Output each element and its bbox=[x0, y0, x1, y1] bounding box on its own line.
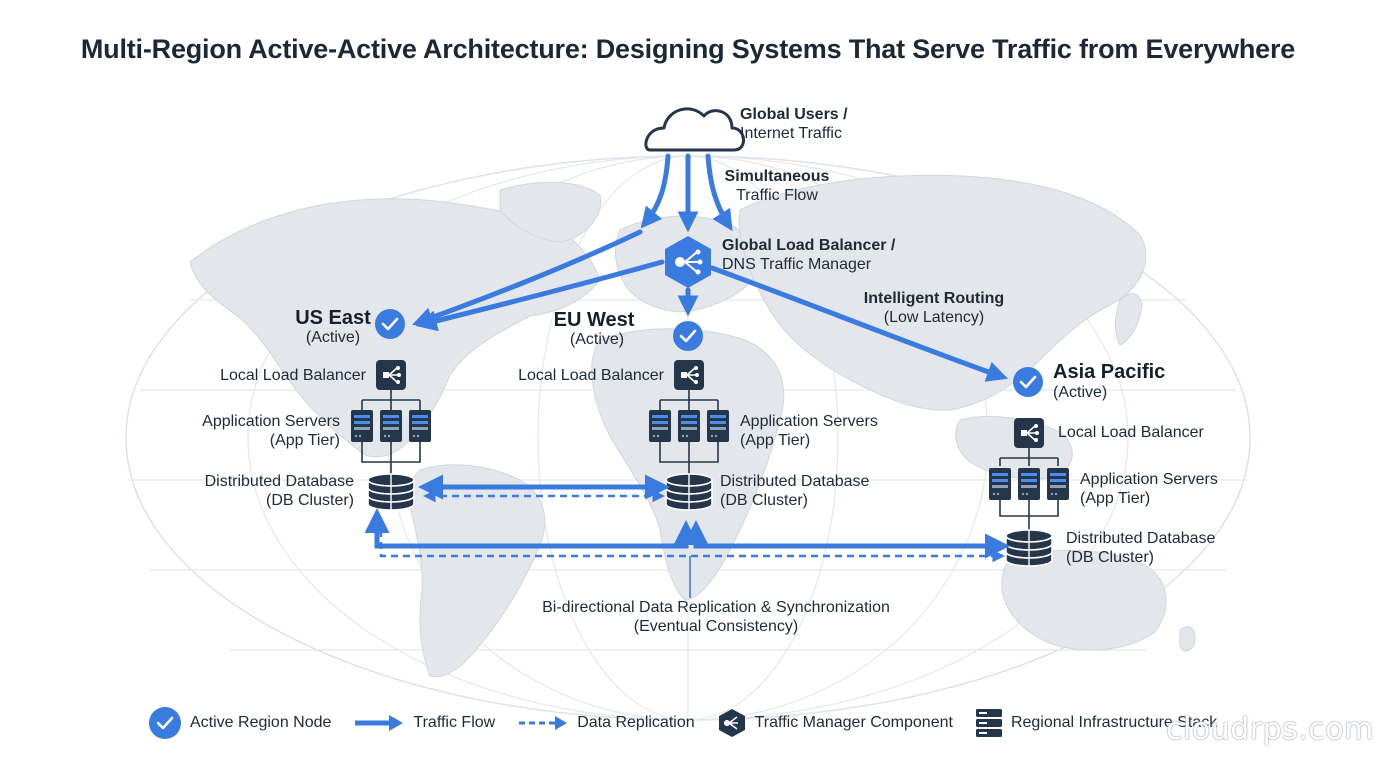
page-title: Multi-Region Active-Active Architecture:… bbox=[80, 34, 1296, 64]
consistency-label: (Eventual Consistency) bbox=[633, 618, 799, 635]
region-name-asia: Asia Pacific bbox=[1053, 361, 1166, 383]
legend: Active Region Node Traffic Flow Data Rep… bbox=[148, 706, 1239, 740]
new-zealand-shape bbox=[1179, 626, 1196, 652]
cloud-icon bbox=[644, 107, 745, 152]
active-region-node-asia bbox=[1011, 365, 1045, 399]
local-lb-label-us: Local Load Balancer bbox=[220, 367, 366, 384]
local-lb-icon-asia bbox=[1013, 417, 1045, 449]
check-circle-icon bbox=[149, 707, 181, 739]
app-tier-label-asia: (App Tier) bbox=[1080, 490, 1151, 507]
dns-label: DNS Traffic Manager bbox=[722, 256, 872, 273]
traffic-arrow-cloud-left bbox=[640, 153, 671, 229]
hexagon-manager-icon bbox=[718, 709, 745, 737]
app-servers-icon-eu bbox=[649, 410, 729, 442]
global-users-label: Global Users / bbox=[740, 106, 848, 123]
db-label-us: Distributed Database bbox=[204, 473, 354, 490]
simultaneous-label: Simultaneous bbox=[724, 168, 830, 185]
database-icon-eu bbox=[665, 473, 713, 511]
server-stack-icon bbox=[975, 709, 1002, 737]
routing-latency-label: (Low Latency) bbox=[883, 309, 985, 326]
legend-active: Active Region Node bbox=[148, 706, 331, 740]
app-servers-label-us: Application Servers bbox=[202, 413, 340, 430]
traffic-arrow-glb-us-lower bbox=[415, 259, 665, 332]
legend-traffic-label: Traffic Flow bbox=[413, 714, 496, 731]
region-status-eu: (Active) bbox=[569, 331, 625, 348]
db-label-eu: Distributed Database bbox=[720, 473, 870, 490]
app-servers-icon-us bbox=[351, 410, 431, 442]
region-name-eu: EU West bbox=[553, 309, 635, 331]
watermark: cloudrps.com bbox=[1166, 712, 1374, 747]
database-icon-asia bbox=[1005, 529, 1053, 567]
traffic-flow-label: Traffic Flow bbox=[736, 187, 818, 204]
traffic-arrow-glb-us bbox=[412, 229, 643, 328]
region-name-us: US East bbox=[295, 307, 371, 329]
region-status-us: (Active) bbox=[305, 329, 361, 346]
local-lb-label-eu: Local Load Balancer bbox=[518, 367, 664, 384]
database-icon-us bbox=[367, 473, 415, 511]
greenland-shape bbox=[499, 181, 602, 243]
app-tier-label-eu: (App Tier) bbox=[740, 432, 811, 449]
app-servers-icon-asia bbox=[989, 468, 1069, 500]
internet-traffic-label: Internet Traffic bbox=[740, 125, 842, 142]
glb-label: Global Load Balancer / bbox=[722, 237, 896, 254]
routing-label: Intelligent Routing bbox=[863, 290, 1005, 307]
replication-label: Bi-directional Data Replication & Synchr… bbox=[542, 599, 890, 616]
local-lb-icon-us bbox=[375, 359, 407, 391]
app-tier-label-us: (App Tier) bbox=[269, 432, 340, 449]
solid-arrow-icon bbox=[355, 715, 404, 731]
region-status-asia: (Active) bbox=[1053, 384, 1108, 401]
legend-active-label: Active Region Node bbox=[190, 714, 332, 731]
db-cluster-label-asia: (DB Cluster) bbox=[1066, 549, 1155, 566]
db-label-asia: Distributed Database bbox=[1066, 530, 1216, 547]
legend-replication-label: Data Replication bbox=[577, 714, 695, 731]
australia-shape bbox=[1001, 549, 1167, 651]
traffic-arrow-glb-asia bbox=[709, 265, 1008, 382]
legend-manager: Traffic Manager Component bbox=[717, 708, 953, 738]
legend-replication: Data Replication bbox=[517, 713, 695, 733]
global-load-balancer-icon bbox=[665, 236, 711, 288]
traffic-arrow-cloud-right bbox=[705, 153, 733, 232]
active-region-node-eu bbox=[671, 319, 705, 353]
legend-traffic: Traffic Flow bbox=[353, 713, 495, 733]
local-lb-icon-eu bbox=[673, 359, 705, 391]
app-servers-label-eu: Application Servers bbox=[740, 413, 878, 430]
japan-shape bbox=[1115, 293, 1143, 346]
db-cluster-label-eu: (DB Cluster) bbox=[720, 492, 809, 509]
asia-shape bbox=[738, 174, 1147, 411]
legend-stack-label: Regional Infrastructure Stack bbox=[1010, 714, 1218, 731]
local-lb-label-asia: Local Load Balancer bbox=[1058, 424, 1204, 441]
replication-dashed-global bbox=[379, 518, 1005, 563]
legend-stack: Regional Infrastructure Stack bbox=[975, 708, 1217, 738]
replication-arrow-eu-asia bbox=[683, 520, 1010, 559]
app-servers-label-asia: Application Servers bbox=[1080, 471, 1218, 488]
db-cluster-label-us: (DB Cluster) bbox=[265, 492, 354, 509]
legend-manager-label: Traffic Manager Component bbox=[754, 714, 953, 731]
dashed-arrow-icon bbox=[519, 716, 568, 730]
